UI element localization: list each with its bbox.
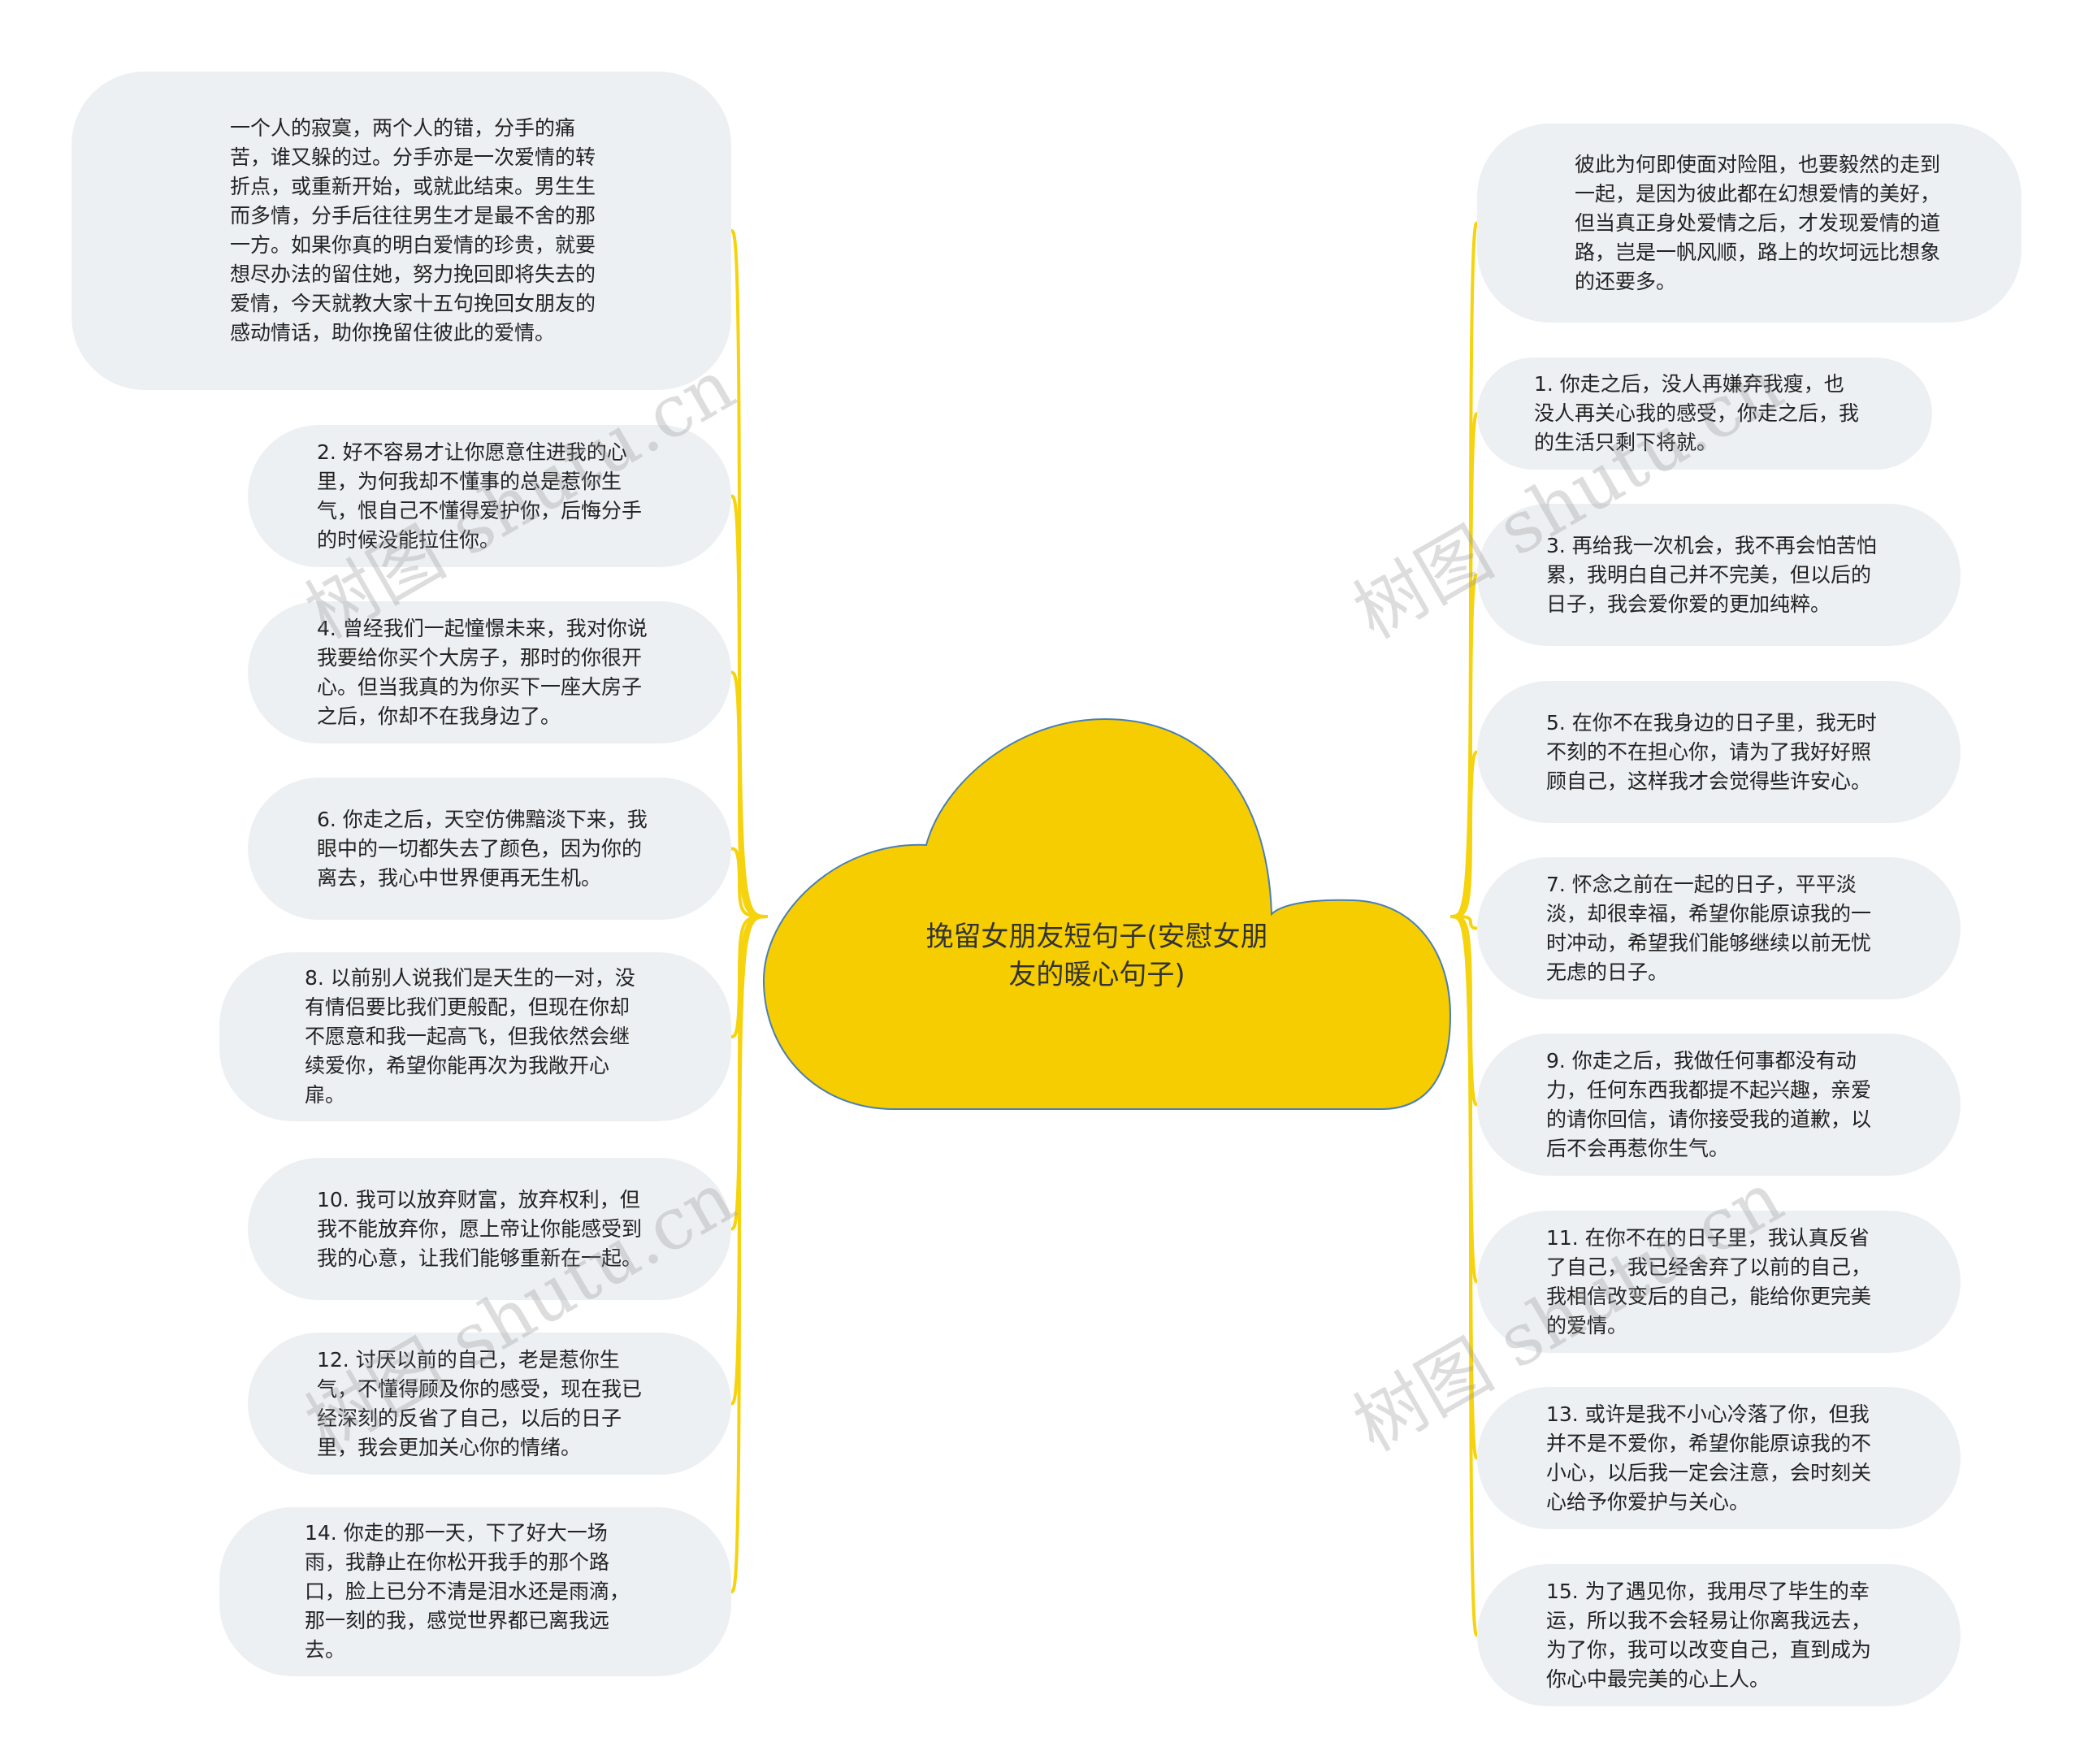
branch-line-right <box>1450 573 1478 918</box>
left-node-6[interactable]: 6. 你走之后，天空仿佛黯淡下来，我眼中的一切都失去了颜色，因为你的离去，我心中… <box>248 778 731 920</box>
node-text: 13. 或许是我不小心冷落了你，但我并不是不爱你，希望你能原谅我的不小心，以后我… <box>1546 1402 1872 1514</box>
branch-line-right <box>1450 915 1478 930</box>
node-text: 6. 你走之后，天空仿佛黯淡下来，我眼中的一切都失去了颜色，因为你的离去，我心中… <box>317 807 648 890</box>
left-node-12[interactable]: 12. 讨厌以前的自己，老是惹你生气，不懂得顾及你的感受，现在我已经深刻的反省了… <box>248 1333 731 1475</box>
cloud-shape <box>762 717 1452 1110</box>
branch-line-left <box>730 847 769 918</box>
node-text: 14. 你走的那一天，下了好大一场雨，我静止在你松开我手的那个路口，脸上已分不清… <box>305 1521 630 1662</box>
branch-line-left <box>730 915 769 1593</box>
node-text: 11. 在你不在的日子里，我认真反省了自己，我已经舍弃了以前的自己，我相信改变后… <box>1546 1225 1872 1337</box>
right-node-15[interactable]: 15. 为了遇见你，我用尽了毕生的幸运，所以我不会轻易让你离我远去，为了你，我可… <box>1477 1564 1961 1706</box>
left-node-4[interactable]: 4. 曾经我们一起憧憬未来，我对你说我要给你买个大房子，那时的你很开心。但当我真… <box>248 601 731 743</box>
node-text: 15. 为了遇见你，我用尽了毕生的幸运，所以我不会轻易让你离我远去，为了你，我可… <box>1546 1579 1872 1691</box>
right-node-11[interactable]: 11. 在你不在的日子里，我认真反省了自己，我已经舍弃了以前的自己，我相信改变后… <box>1477 1211 1961 1353</box>
left-node-intro[interactable]: 一个人的寂寞，两个人的错，分手的痛苦，谁又躲的过。分手亦是一次爱情的转折点，或重… <box>72 72 731 390</box>
right-node-7[interactable]: 7. 怀念之前在一起的日子，平平淡淡，却很幸福，希望你能原谅我的一时冲动，希望我… <box>1477 857 1961 999</box>
central-topic-title: 挽留女朋友短句子(安慰女朋友的暖心句子) <box>925 921 1268 991</box>
right-node-1[interactable]: 1. 你走之后，没人再嫌弃我瘦，也没人再关心我的感受，你走之后，我的生活只剩下将… <box>1477 358 1932 470</box>
node-text: 9. 你走之后，我做任何事都没有动力，任何东西我都提不起兴趣，亲爱的请你回信，请… <box>1546 1048 1872 1160</box>
right-node-13[interactable]: 13. 或许是我不小心冷落了你，但我并不是不爱你，希望你能原谅我的不小心，以后我… <box>1477 1387 1961 1529</box>
left-node-14[interactable]: 14. 你走的那一天，下了好大一场雨，我静止在你松开我手的那个路口，脸上已分不清… <box>219 1507 731 1676</box>
node-text: 彼此为何即使面对险阻，也要毅然的走到一起，是因为彼此都在幻想爱情的美好，但当真正… <box>1575 152 1941 293</box>
node-text: 3. 再给我一次机会，我不再会怕苦怕累，我明白自己并不完美，但以后的日子，我会爱… <box>1546 533 1877 616</box>
node-text: 1. 你走之后，没人再嫌弃我瘦，也没人再关心我的感受，你走之后，我的生活只剩下将… <box>1534 372 1860 454</box>
right-node-5[interactable]: 5. 在你不在我身边的日子里，我无时不刻的不在担心你，请为了我好好照顾自己，这样… <box>1477 681 1961 823</box>
right-node-9[interactable]: 9. 你走之后，我做任何事都没有动力，任何东西我都提不起兴趣，亲爱的请你回信，请… <box>1477 1034 1961 1176</box>
node-text: 一个人的寂寞，两个人的错，分手的痛苦，谁又躲的过。分手亦是一次爱情的转折点，或重… <box>230 116 596 345</box>
node-text: 8. 以前别人说我们是天生的一对，没有情侣要比我们更般配，但现在你却不愿意和我一… <box>305 966 635 1107</box>
node-text: 5. 在你不在我身边的日子里，我无时不刻的不在担心你，请为了我好好照顾自己，这样… <box>1546 710 1877 793</box>
branch-line-left <box>730 670 769 918</box>
right-node-intro[interactable]: 彼此为何即使面对险阻，也要毅然的走到一起，是因为彼此都在幻想爱情的美好，但当真正… <box>1477 124 2022 323</box>
node-text: 2. 好不容易才让你愿意住进我的心里，为何我却不懂事的总是惹你生气，恨自己不懂得… <box>317 440 643 552</box>
left-node-2[interactable]: 2. 好不容易才让你愿意住进我的心里，为何我却不懂事的总是惹你生气，恨自己不懂得… <box>248 425 731 567</box>
node-text: 4. 曾经我们一起憧憬未来，我对你说我要给你买个大房子，那时的你很开心。但当我真… <box>317 616 648 728</box>
left-node-8[interactable]: 8. 以前别人说我们是天生的一对，没有情侣要比我们更般配，但现在你却不愿意和我一… <box>219 952 731 1121</box>
branch-line-right <box>1450 915 1478 1637</box>
node-text: 10. 我可以放弃财富，放弃权利，但我不能放弃你，愿上帝让你能感受到我的心意，让… <box>317 1187 643 1270</box>
right-node-3[interactable]: 3. 再给我一次机会，我不再会怕苦怕累，我明白自己并不完美，但以后的日子，我会爱… <box>1477 504 1961 646</box>
branch-line-right <box>1450 750 1478 918</box>
left-node-10[interactable]: 10. 我可以放弃财富，放弃权利，但我不能放弃你，愿上帝让你能感受到我的心意，让… <box>248 1158 731 1300</box>
node-text: 12. 讨厌以前的自己，老是惹你生气，不懂得顾及你的感受，现在我已经深刻的反省了… <box>317 1347 643 1459</box>
node-text: 7. 怀念之前在一起的日子，平平淡淡，却很幸福，希望你能原谅我的一时冲动，希望我… <box>1546 872 1872 984</box>
